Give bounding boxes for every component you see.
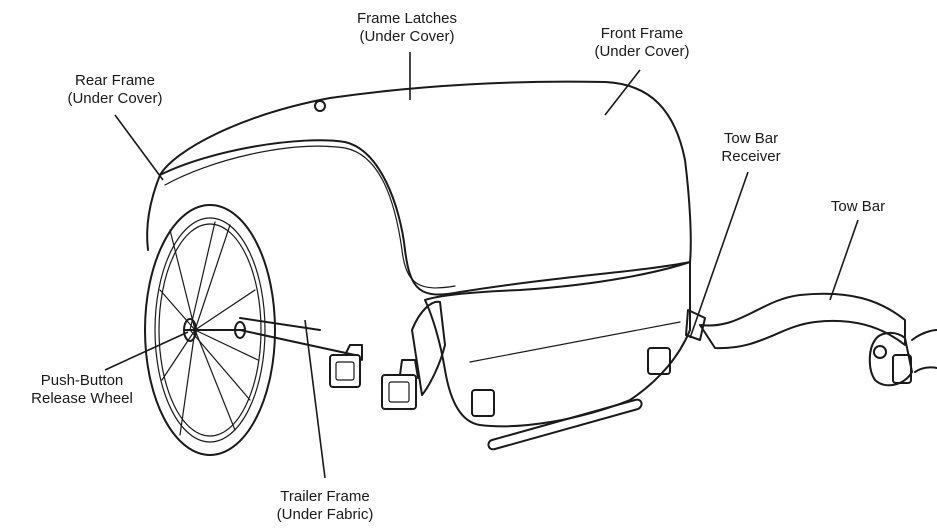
leader-push-button-release-wheel: [104, 331, 189, 371]
leader-tow-bar: [829, 219, 859, 301]
wheel-hub: [183, 318, 197, 342]
label-tow-bar-receiver: Tow Bar Receiver: [721, 130, 781, 165]
frame-clamp-left: [329, 354, 361, 388]
tow-bar: [699, 292, 906, 350]
label-frame-latches: Frame Latches (Under Cover): [356, 10, 458, 45]
wheel-tire: [144, 204, 276, 456]
hitch-assembly: [868, 332, 913, 387]
tow-bar-receiver: [685, 309, 706, 341]
label-front-frame: Front Frame (Under Cover): [594, 25, 690, 60]
trailer-frame-tube: [239, 329, 356, 356]
leader-tow-bar-receiver: [689, 171, 749, 339]
rear-panel: [146, 174, 161, 251]
cargo-body: [424, 261, 691, 428]
skid-bar: [487, 398, 643, 451]
label-trailer-frame: Trailer Frame (Under Fabric): [276, 488, 374, 523]
leader-trailer-frame: [304, 319, 326, 479]
reflector-front: [647, 347, 671, 375]
cargo-cover: [159, 80, 692, 296]
label-rear-frame: Rear Frame (Under Cover): [67, 72, 163, 107]
label-push-button-release-wheel: Push-Button Release Wheel: [31, 372, 133, 407]
cover-grommet: [314, 100, 326, 112]
frame-clamp-right: [381, 374, 417, 410]
leader-rear-frame: [114, 114, 164, 181]
reflector-rear: [471, 389, 495, 417]
wheel-spokes: [159, 221, 259, 436]
label-tow-bar: Tow Bar: [830, 198, 886, 215]
leader-front-frame: [604, 69, 641, 116]
